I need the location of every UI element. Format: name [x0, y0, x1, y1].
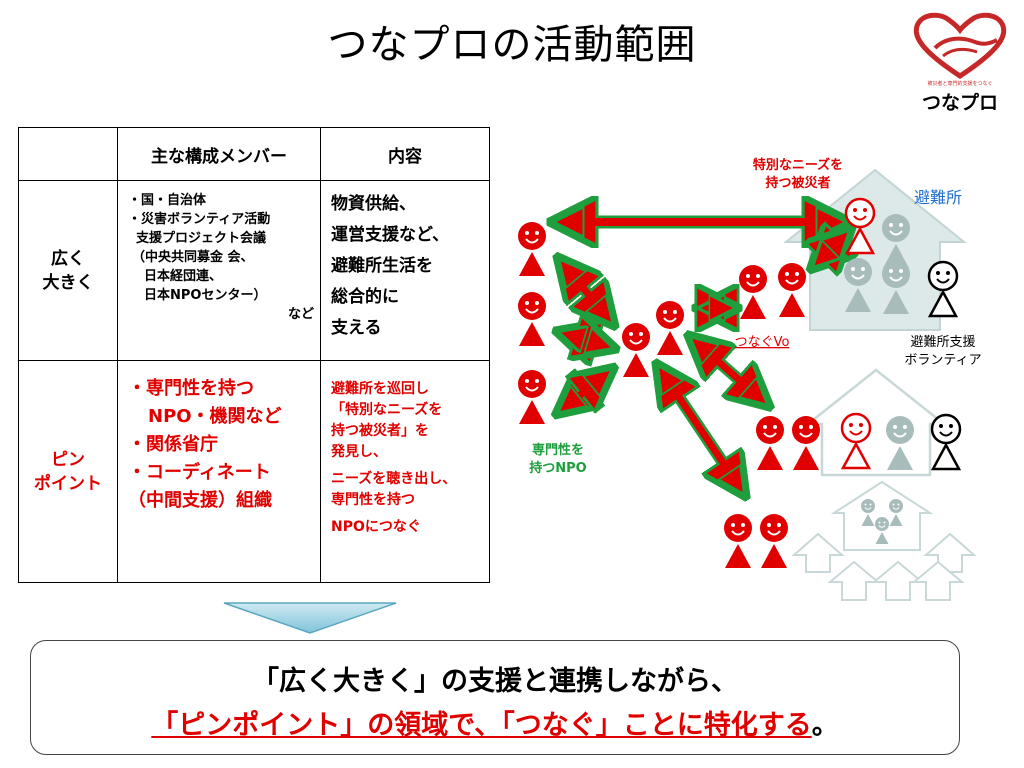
members-line: 日本経団連、 [144, 269, 223, 284]
page-title: つなプロの活動範囲 [327, 22, 697, 68]
members-line: ・災害ボランティア活動 [128, 212, 271, 227]
shelter-volunteer-person [930, 413, 962, 471]
row-label-broad: 広く 大きく [18, 180, 118, 361]
content-line: 避難所生活を [331, 256, 433, 276]
members-cell: ・国・自治体 ・災害ボランティア活動 支援プロジェクト会議 （中央共同募金 会、… [117, 180, 321, 361]
content-line: 支える [331, 318, 382, 338]
special-needs-label-line: 持つ被災者 [765, 175, 830, 191]
npo-person [518, 370, 546, 424]
content-line: 総合的に [331, 287, 399, 307]
tsunagu-volunteer-person [756, 416, 784, 470]
support-network-diagram: 特別なニーズを 持つ被災者 避難所 専門性を 持つNPO つなぐVo 避難所支援… [518, 157, 982, 601]
table-header-cell: 主な構成メンバー [117, 127, 321, 181]
content-line: 避難所を巡回し [331, 381, 429, 397]
row-label-line: 広く [51, 248, 85, 269]
evacuee-person [882, 260, 910, 314]
shelter-volunteer-person [927, 260, 959, 318]
logo-name: つなプロ [921, 92, 998, 114]
evacuee-person [861, 499, 875, 526]
evacuee-person [889, 499, 903, 526]
summary-box: 「広く大きく」の支援と連携しながら、 「ピンポイント」の領域で、「つなぐ」ことに… [30, 640, 960, 755]
tsunapro-person [656, 301, 684, 355]
tsunagu-volunteer-person [778, 263, 806, 317]
members-line: NPO・機関など [148, 406, 282, 427]
npo-person [518, 292, 546, 346]
npo-label-line: 持つNPO [529, 460, 586, 476]
volunteer-label-line: 避難所支援 [910, 335, 975, 350]
npo-label-line: 専門性を [532, 442, 584, 458]
tsunapro-logo: 被災者と専門的支援をつなぐ つなプロ [905, 8, 1015, 118]
tsunagu-volunteer-label: つなぐVo [735, 335, 790, 350]
down-arrow-icon [223, 602, 397, 634]
tsunagu-volunteer-person [792, 416, 820, 470]
members-line: ・関係省庁 [128, 434, 218, 455]
content-cell: 避難所を巡回し 「特別なニーズを 持つ被災者」を 発見し、 ニーズを聴き出し、 … [320, 360, 490, 583]
shelter-house-small [830, 480, 934, 551]
members-cell: ・専門性を持つ NPO・機関など ・関係省庁 ・コーディネート （中間支援）組織 [117, 360, 321, 583]
tsunapro-person [622, 323, 650, 377]
tsunagu-volunteer-person [760, 514, 788, 568]
shelter-house-middle [804, 368, 948, 477]
evacuee-person [875, 517, 889, 544]
content-line: 「特別なニーズを [331, 402, 443, 418]
evacuee-person [844, 258, 872, 312]
evacuee-person [886, 416, 914, 470]
shelter-label: 避難所 [914, 188, 962, 207]
content-line: 発見し、 [331, 444, 387, 460]
members-line: など [287, 307, 314, 322]
content-line: 運営支援など、 [331, 225, 450, 245]
row-label-line: 大きく [42, 272, 94, 293]
content-line: 専門性を持つ [331, 492, 415, 508]
content-line: 物資供給、 [331, 194, 416, 214]
special-needs-person [840, 412, 872, 470]
table-header-cell: 内容 [320, 127, 490, 181]
content-cell: 物資供給、 運営支援など、 避難所生活を 総合的に 支える [320, 180, 490, 361]
tsunagu-volunteer-person [739, 265, 767, 319]
row-label-line: ポイント [34, 473, 102, 494]
row-label-line: ピン [51, 449, 85, 470]
row-label-pinpoint: ピン ポイント [18, 360, 118, 583]
table-header-row: 主な構成メンバー 内容 [18, 127, 490, 181]
table-row: 広く 大きく ・国・自治体 ・災害ボランティア活動 支援プロジェクト会議 （中央… [18, 180, 490, 361]
volunteer-label-line: ボランティア [904, 353, 981, 368]
content-line: ニーズを聴き出し、 [331, 471, 457, 487]
members-line: 支援プロジェクト会議 [136, 231, 267, 246]
people-figures [518, 197, 962, 568]
special-needs-person [844, 197, 876, 255]
special-needs-label-line: 特別なニーズを [753, 157, 843, 173]
table-row: ピン ポイント ・専門性を持つ NPO・機関など ・関係省庁 ・コーディネート … [18, 360, 490, 583]
tsunagu-volunteer-person [724, 514, 752, 568]
summary-line-1: 「広く大きく」の支援と連携しながら、 [252, 666, 738, 697]
summary-period: 。 [811, 710, 839, 741]
members-line: ・専門性を持つ [128, 378, 254, 399]
heart-hand-icon [913, 12, 1007, 79]
logo-tagline: 被災者と専門的支援をつなぐ [927, 81, 993, 87]
content-line: NPOにつなぐ [331, 519, 421, 535]
members-line: （中央共同募金 会、 [132, 250, 254, 265]
summary-line-2: 「ピンポイント」の領域で、「つなぐ」ことに特化する。 [31, 703, 959, 742]
content-line: 持つ被災者」を [331, 423, 429, 439]
npo-person [518, 222, 546, 276]
activity-table: 主な構成メンバー 内容 広く 大きく ・国・自治体 ・災害ボランティア活動 支援… [18, 127, 490, 583]
members-line: ・コーディネート [128, 462, 271, 483]
table-header-cell [18, 127, 118, 181]
summary-emphasis: 「ピンポイント」の領域で、「つなぐ」ことに特化する [151, 710, 812, 741]
outline-up-arrows [791, 532, 977, 601]
members-line: ・国・自治体 [128, 193, 207, 208]
members-line: （中間支援）組織 [128, 490, 272, 511]
connection-arrows [562, 222, 844, 488]
members-line: 日本NPOセンター） [144, 288, 267, 303]
